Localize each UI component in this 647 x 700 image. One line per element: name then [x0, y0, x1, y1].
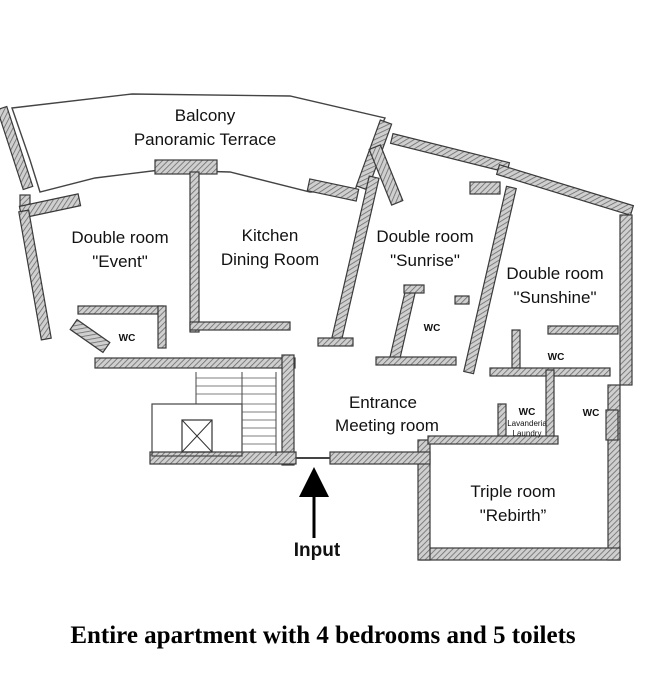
stairwell [151, 372, 277, 457]
entry-label: Input [294, 540, 341, 561]
entrance-label-2: Meeting room [335, 416, 439, 435]
kitchen-label-2: Dining Room [221, 250, 319, 269]
wc-laundry-label: WC [519, 407, 536, 418]
sunshine-room-label-1: Double room [506, 264, 603, 283]
entrance-label-1: Entrance [349, 393, 417, 412]
event-room-label-2: "Event" [92, 252, 148, 271]
wc-sunshine-label: WC [548, 352, 565, 363]
event-room-label-1: Double room [71, 228, 168, 247]
exterior-walls [18, 132, 635, 561]
wc-sunrise-label: WC [424, 323, 441, 334]
rebirth-room-label-1: Triple room [470, 482, 555, 501]
sunshine-room-label-2: "Sunshine" [514, 288, 597, 307]
balcony-label-1: Balcony [175, 106, 236, 125]
wc-event-label: WC [119, 333, 136, 344]
rebirth-room-label-2: "Rebirth” [480, 506, 547, 525]
wc-rebirth-label: WC [583, 408, 600, 419]
laundry-label-en: Laundry [513, 429, 542, 438]
sunrise-room-label-2: "Sunrise" [390, 251, 460, 270]
plan-caption: Entire apartment with 4 bedrooms and 5 t… [70, 622, 576, 649]
sunrise-room-label-1: Double room [376, 227, 473, 246]
balcony-label-2: Panoramic Terrace [134, 130, 276, 149]
laundry-label-it: Lavanderia [507, 419, 547, 428]
interior-walls [77, 171, 619, 445]
kitchen-label-1: Kitchen [242, 226, 299, 245]
